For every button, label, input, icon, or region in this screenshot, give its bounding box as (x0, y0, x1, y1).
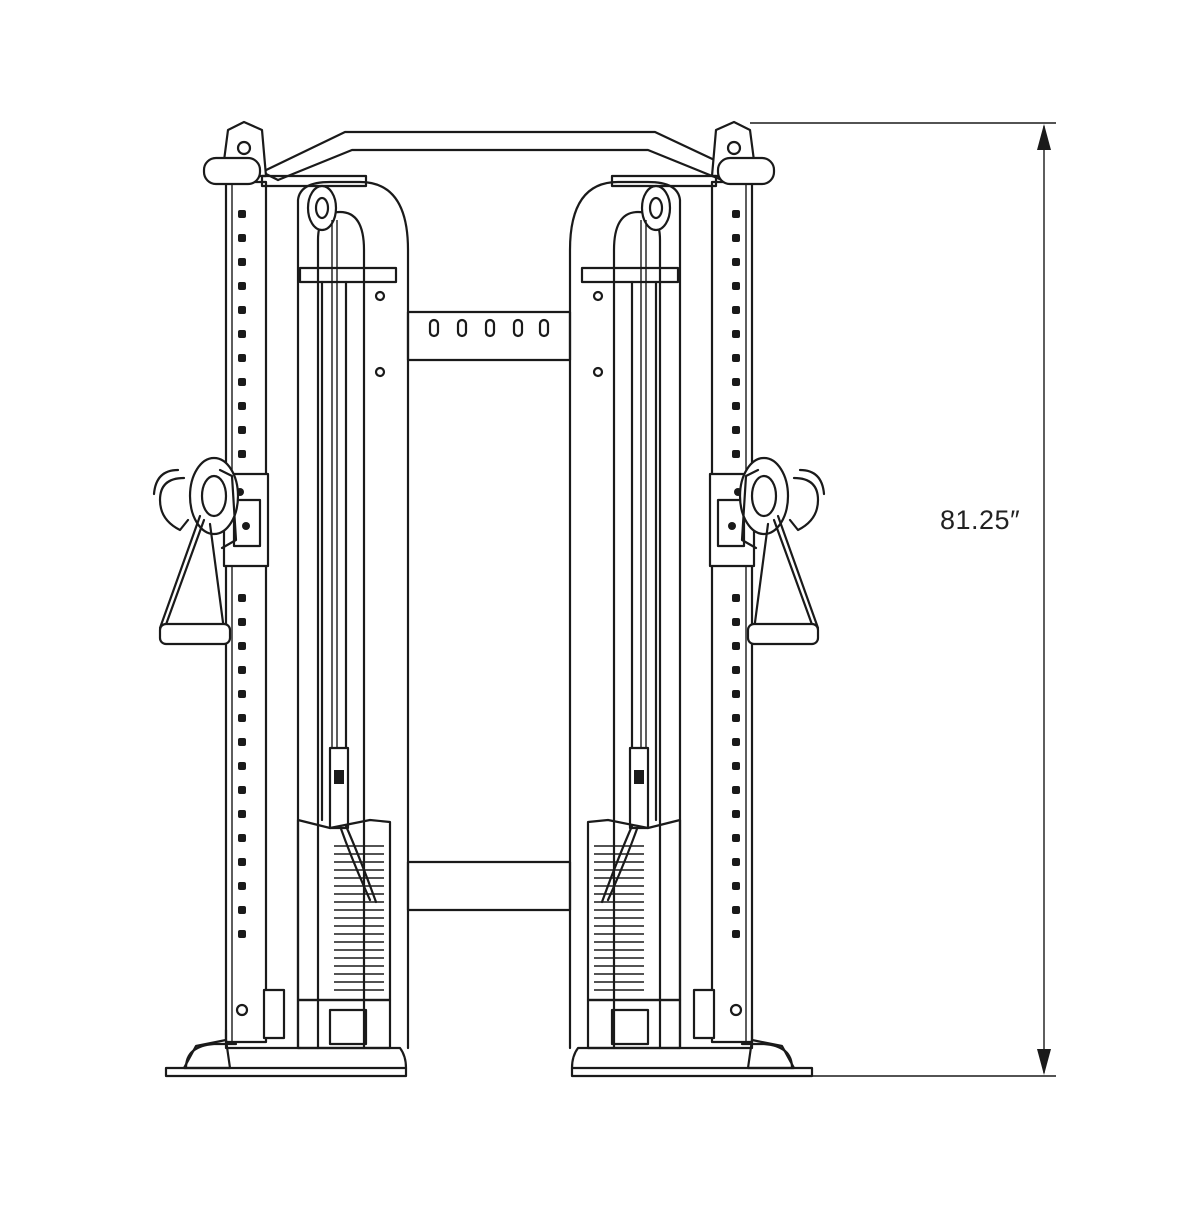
upright-hole (238, 882, 246, 890)
upright-hole (238, 378, 246, 386)
upright-hole (732, 618, 740, 626)
upright-hole (732, 738, 740, 746)
upright-hole (732, 642, 740, 650)
upright-hole (732, 234, 740, 242)
upright-hole (238, 210, 246, 218)
upright-hole (238, 666, 246, 674)
upright-hole (238, 690, 246, 698)
upright-hole (238, 906, 246, 914)
arrow-down-icon (1037, 1049, 1051, 1075)
upright-hole (238, 426, 246, 434)
upright-hole (238, 402, 246, 410)
upright-hole (238, 306, 246, 314)
upright-hole (238, 282, 246, 290)
upright-hole (732, 810, 740, 818)
upright-hole (732, 786, 740, 794)
upright-hole (238, 450, 246, 458)
top-handle-bar (260, 130, 742, 182)
upright-hole (732, 306, 740, 314)
upright-hole (732, 762, 740, 770)
arrow-up-icon (1037, 124, 1051, 150)
upright-hole (238, 858, 246, 866)
upright-hole (238, 642, 246, 650)
left-tower (152, 120, 410, 1078)
upright-hole (238, 834, 246, 842)
crossmember-slot (456, 318, 468, 338)
upright-hole (732, 690, 740, 698)
upright-hole (238, 762, 246, 770)
upright-hole (732, 930, 740, 938)
upright-hole (235, 1003, 249, 1017)
upright-hole (732, 450, 740, 458)
upright-hole (238, 330, 246, 338)
crossmember-slot (484, 318, 496, 338)
center-crossmember (406, 310, 572, 912)
upright-hole (732, 354, 740, 362)
upright-hole (732, 834, 740, 842)
right-tower (568, 120, 826, 1078)
upright-hole (732, 714, 740, 722)
upright-hole (729, 1003, 743, 1017)
upright-hole (732, 882, 740, 890)
upright-hole (238, 714, 246, 722)
upright-hole (732, 858, 740, 866)
crossmember-slot (538, 318, 550, 338)
upright-hole (732, 282, 740, 290)
upright-hole (732, 330, 740, 338)
crossmember-slot (512, 318, 524, 338)
upright-hole (732, 402, 740, 410)
upright-hole (732, 258, 740, 266)
height-dimension-label: 81.25″ (940, 505, 1021, 535)
upright-hole (238, 930, 246, 938)
height-dimension-line (750, 122, 1056, 1077)
upright-hole (732, 594, 740, 602)
crossmember-slot (428, 318, 440, 338)
upright-hole (732, 906, 740, 914)
upright-hole (238, 594, 246, 602)
upright-hole (732, 210, 740, 218)
upright-hole (732, 666, 740, 674)
upright-hole (238, 810, 246, 818)
upright-hole (238, 738, 246, 746)
upright-hole (238, 354, 246, 362)
upright-hole (238, 258, 246, 266)
upright-hole (732, 426, 740, 434)
upright-hole (238, 618, 246, 626)
upright-hole (238, 234, 246, 242)
upright-hole (238, 786, 246, 794)
upright-hole (732, 378, 740, 386)
